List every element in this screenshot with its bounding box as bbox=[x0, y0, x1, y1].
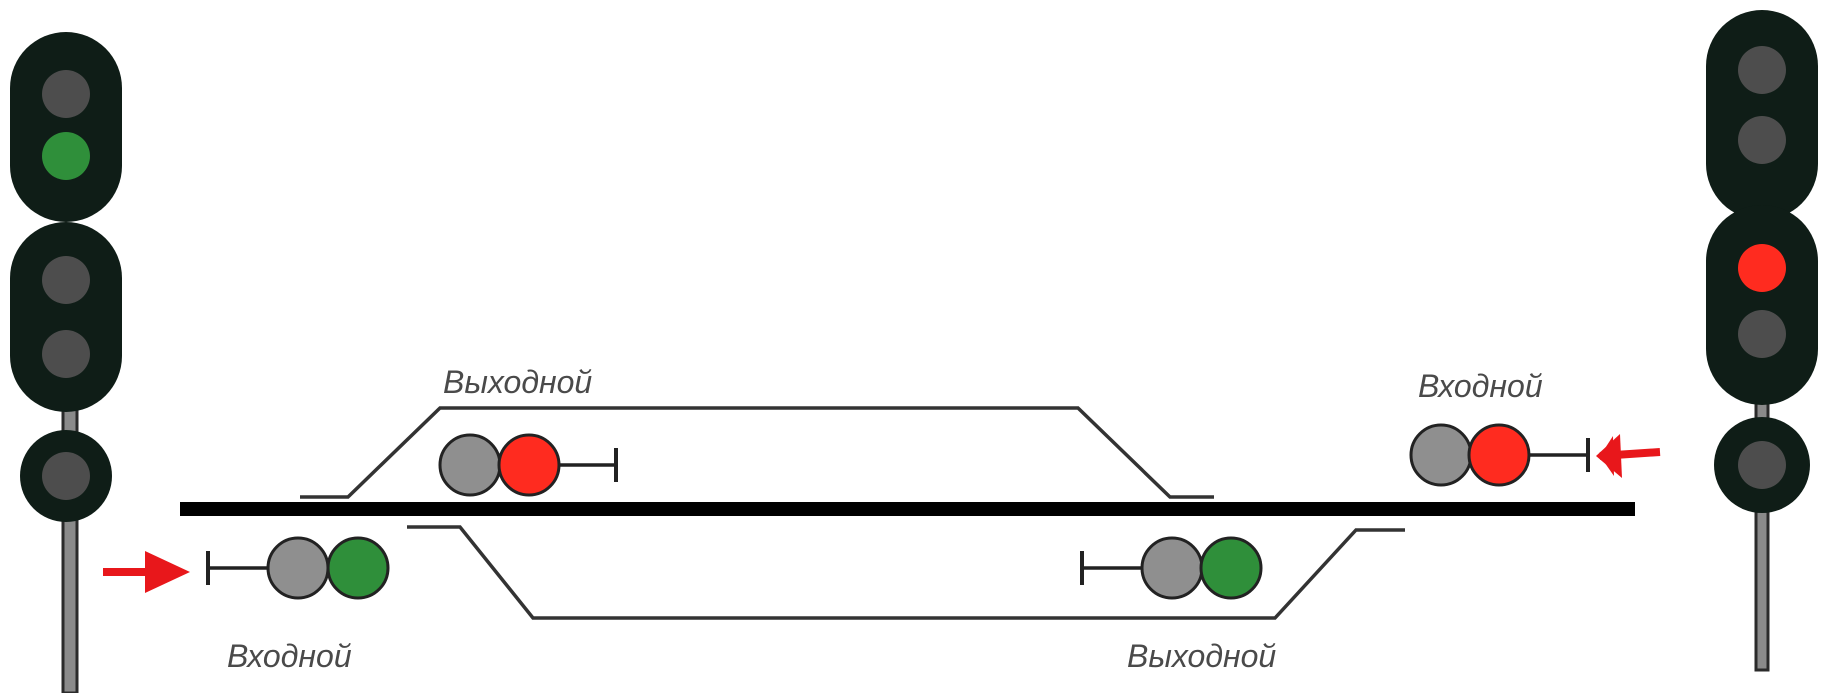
exit-top-red-lamp bbox=[497, 433, 561, 497]
exit-signal-top-pictogram bbox=[438, 433, 618, 497]
exit-bottom-green-lamp bbox=[1199, 536, 1263, 600]
right-upper-lamp-1 bbox=[1738, 46, 1786, 94]
right-upper-head bbox=[1706, 10, 1818, 220]
left-middle-lamp-2 bbox=[42, 330, 90, 378]
left-upper-lamp-1 bbox=[42, 70, 90, 118]
exit-label-top: Выходной bbox=[443, 364, 593, 400]
right-upper-lamp-2 bbox=[1738, 116, 1786, 164]
exit-bottom-gray-lamp bbox=[1140, 536, 1204, 600]
exit-signal-bottom-pictogram bbox=[1080, 536, 1263, 600]
left-upper-head bbox=[10, 32, 122, 222]
arrow-left-icon bbox=[1596, 434, 1661, 478]
entry-label-left: Входной bbox=[227, 638, 352, 674]
right-signal-mast bbox=[1706, 10, 1818, 672]
right-middle-head bbox=[1706, 205, 1818, 405]
entry-label-right: Входной bbox=[1418, 368, 1543, 404]
right-lower-lamp bbox=[1738, 441, 1786, 489]
upper-siding bbox=[300, 406, 1214, 499]
exit-top-gray-lamp bbox=[438, 433, 502, 497]
track-layout bbox=[180, 406, 1635, 620]
lower-siding bbox=[407, 525, 1405, 620]
left-middle-head bbox=[10, 222, 122, 412]
entry-signal-right-pictogram bbox=[1409, 423, 1590, 487]
entry-left-green-lamp bbox=[326, 536, 390, 600]
left-lower-lamp bbox=[42, 452, 90, 500]
entry-right-gray-lamp bbox=[1409, 423, 1473, 487]
main-track bbox=[180, 502, 1635, 516]
left-upper-lamp-2-green bbox=[42, 132, 90, 180]
right-middle-lamp-2 bbox=[1738, 310, 1786, 358]
exit-label-bottom: Выходной bbox=[1127, 638, 1277, 674]
left-signal-mast bbox=[10, 32, 122, 693]
left-middle-lamp-1 bbox=[42, 256, 90, 304]
entry-right-red-lamp bbox=[1467, 423, 1531, 487]
entry-signal-left-pictogram bbox=[206, 536, 390, 600]
entry-left-gray-lamp bbox=[266, 536, 330, 600]
arrow-right-icon bbox=[103, 551, 190, 593]
right-middle-lamp-1-red bbox=[1738, 244, 1786, 292]
